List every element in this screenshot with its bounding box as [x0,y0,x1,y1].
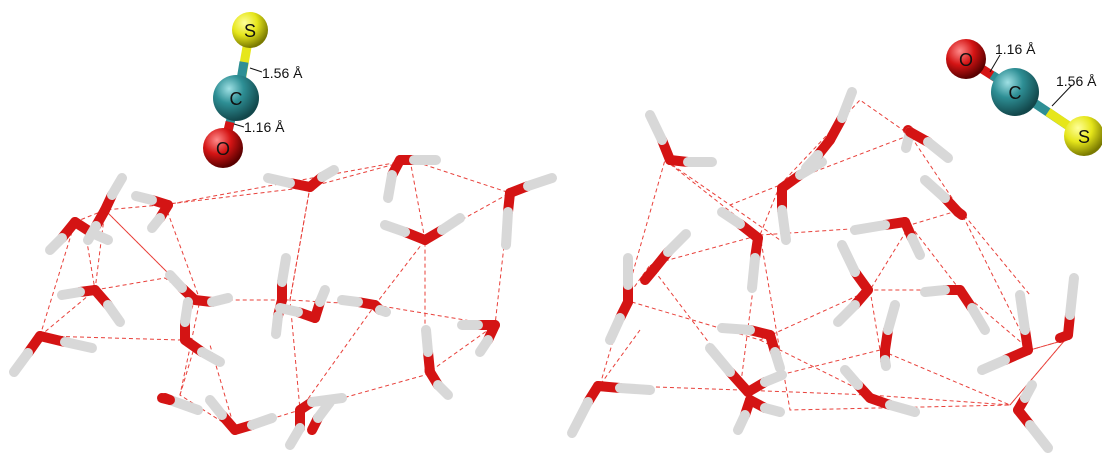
water-molecule [263,165,339,192]
water-molecule [880,300,900,371]
water-molecule [307,397,335,435]
water-molecules [567,87,1079,453]
co-distance-pointer [989,54,1001,73]
water-molecule [380,213,465,245]
water-molecule [275,285,330,323]
left-carbonyl-sulfide: S C O 1.56 Å 1.16 Å [203,12,303,168]
sulfur-atom [232,12,268,48]
cs-distance-label: 1.56 Å [1056,73,1097,89]
water-molecule [1013,380,1053,453]
sulfur-label: S [244,21,256,41]
left-water-cluster [9,155,557,450]
water-molecule [457,320,500,357]
water-molecule [833,240,873,327]
water-molecule [337,295,391,317]
water-molecule [131,191,173,233]
carbon-atom [213,75,259,121]
oxygen-atom [203,128,243,168]
water-molecule [901,125,953,163]
water-molecule [920,285,990,335]
water-molecule [165,270,233,307]
sulfur-label: S [1078,127,1090,147]
oxygen-label: O [216,139,230,159]
co-distance-label: 1.16 Å [244,119,285,135]
co-distance-label: 1.16 Å [995,41,1036,57]
water-molecule [1055,273,1079,343]
water-molecule [157,393,203,415]
water-molecule [840,365,920,417]
water-molecule [977,290,1033,375]
water-molecule [421,325,453,400]
water-molecule [645,110,717,167]
water-molecule [801,87,857,173]
water-molecule [850,217,925,260]
water-molecule [205,395,277,435]
water-molecule [57,285,125,327]
co-distance-pointer [233,123,245,128]
water-molecule [83,173,127,245]
water-molecule [920,175,967,220]
cs-distance-pointer [1051,84,1073,107]
water-molecule [640,229,691,285]
cs-distance-pointer [249,67,263,73]
water-molecule [501,173,557,250]
oxygen-label: O [959,50,973,70]
water-molecule [733,395,785,435]
water-molecule [271,253,291,339]
sulfur-atom [1064,116,1102,156]
right-water-cluster [567,87,1079,453]
water-molecule [705,343,787,397]
cs-distance-label: 1.56 Å [262,65,303,81]
water-molecule [717,323,785,373]
water-molecule [717,207,763,293]
water-molecule [567,381,655,438]
water-molecules [9,155,557,450]
carbon-label: C [1009,83,1022,103]
water-molecule [605,253,633,345]
right-carbonyl-sulfide: O C S 1.16 Å 1.56 Å [946,39,1102,156]
water-molecule [9,331,97,377]
carbon-atom [991,68,1039,116]
carbon-label: C [230,89,243,109]
water-molecule [180,297,225,367]
water-molecule [777,157,827,245]
water-molecule [383,155,441,203]
oxygen-atom [946,39,986,79]
